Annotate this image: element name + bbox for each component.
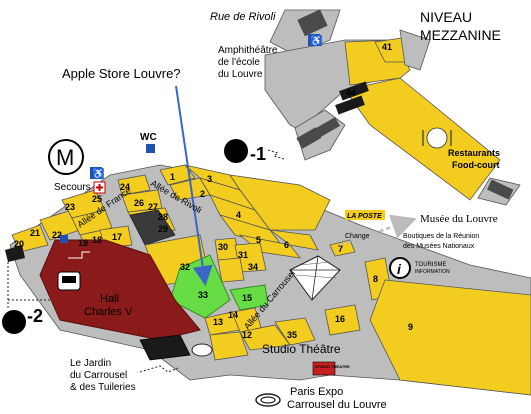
foodcourt-label: Food-court — [452, 160, 500, 170]
parking-level-1: -1 — [250, 144, 266, 164]
shop-41: 44 — [346, 88, 356, 98]
shop-12: 12 — [242, 330, 252, 340]
shop-5: 5 — [256, 235, 261, 245]
shop-32: 32 — [180, 262, 190, 272]
parking-level-2: -2 — [27, 306, 43, 326]
shop-4: 4 — [236, 210, 241, 220]
hall-label-2: Charles V — [84, 306, 133, 318]
shop-31: 31 — [238, 250, 248, 260]
shop-1: 1 — [170, 172, 175, 182]
shop-29: 29 — [158, 224, 168, 234]
shop-13: 13 — [213, 317, 223, 327]
shop-40: 41 — [382, 42, 392, 52]
tourisme-label-1: TOURISME — [415, 262, 447, 268]
shop-21: 21 — [30, 228, 40, 238]
parking-icon-2 — [2, 310, 26, 334]
parisexpo-label-2: Carrousel du Louvre — [287, 399, 387, 411]
wc-icon — [146, 144, 155, 153]
amphi-label-1: Amphithéâtre — [218, 45, 278, 56]
secours-label: Secours — [54, 182, 91, 193]
jardin-label-1: Le Jardin — [70, 358, 111, 369]
boutiques-label-2: des Musées Nationaux — [403, 243, 475, 250]
svg-text:STUDIO THEATRE: STUDIO THEATRE — [315, 364, 350, 369]
shop-28: 28 — [158, 212, 168, 222]
metro-icon — [48, 139, 84, 175]
shop-27: 27 — [148, 202, 158, 212]
shop-18: 18 — [92, 235, 102, 245]
info-icon — [389, 257, 411, 279]
shop-2: 2 — [200, 189, 205, 199]
studio-label: Studio Théâtre — [262, 342, 341, 356]
laposte-badge — [345, 210, 385, 220]
svg-text:M: M — [56, 145, 74, 170]
shop-17: 17 — [112, 232, 122, 242]
svg-text:i: i — [397, 261, 402, 277]
parking-icon — [224, 139, 248, 163]
svg-text:LA POSTE: LA POSTE — [347, 213, 382, 220]
svg-text:P: P — [8, 315, 18, 332]
main-level — [5, 164, 531, 396]
shop-35: 35 — [287, 330, 297, 340]
shop-16: 16 — [335, 314, 345, 324]
shop-numbers: 41 44 1 2 3 4 5 6 7 8 9 12 13 14 15 16 1… — [14, 42, 413, 340]
boutiques-label-1: Boutiques de la Réunion — [403, 233, 479, 240]
shop-6: 6 — [284, 240, 289, 250]
apple-store-question: Apple Store Louvre? — [62, 66, 181, 81]
shop-33: 33 — [198, 290, 208, 300]
hall-label-1: Hall — [100, 293, 119, 305]
musee-label: Musée du Louvre — [420, 213, 498, 225]
accessibility-icon — [308, 34, 320, 46]
mezzanine-level — [264, 9, 521, 206]
shop-8: 8 — [373, 274, 378, 284]
rue-rivoli-label: Rue de Rivoli — [210, 11, 276, 23]
shop-7: 7 — [338, 244, 343, 254]
shop-24: 24 — [120, 182, 130, 192]
shop-26: 26 — [134, 198, 144, 208]
jardin-label-3: & des Tuileries — [70, 382, 136, 393]
amphi-label-3: du Louvre — [218, 69, 263, 80]
shop-34: 34 — [248, 262, 258, 272]
jardin-label-2: du Carrousel — [70, 370, 127, 381]
shop-15: 15 — [242, 293, 252, 303]
svg-text:♿: ♿ — [310, 34, 322, 47]
shop-25: 25 — [92, 194, 102, 204]
paris-expo-icon — [255, 393, 281, 407]
level-title-1: NIVEAU — [420, 9, 472, 25]
question-arrow — [175, 85, 213, 286]
accessibility-icon-3 — [60, 235, 68, 243]
studio-logo — [312, 361, 336, 376]
accessibility-icon-2 — [90, 167, 102, 179]
shop-19: 19 — [78, 238, 88, 248]
shop-22: 22 — [52, 230, 62, 240]
shop-3: 3 — [207, 174, 212, 184]
restaurants-label: Restaurants — [448, 148, 500, 158]
parisexpo-label-1: Paris Expo — [290, 386, 343, 398]
shop-30: 30 — [218, 242, 228, 252]
shop-23: 23 — [65, 202, 75, 212]
shop-14: 14 — [228, 310, 238, 320]
change-label: Change — [345, 233, 370, 240]
level-title-2: MEZZANINE — [420, 27, 501, 43]
amphi-label-2: de l'école — [218, 57, 260, 68]
wc-label: WC — [140, 132, 157, 143]
svg-text:♿: ♿ — [92, 167, 104, 180]
shop-20: 20 — [14, 239, 24, 249]
svg-text:P: P — [230, 144, 240, 161]
shop-9: 9 — [408, 322, 413, 332]
tourisme-label-2: INFORMATION — [415, 269, 450, 275]
